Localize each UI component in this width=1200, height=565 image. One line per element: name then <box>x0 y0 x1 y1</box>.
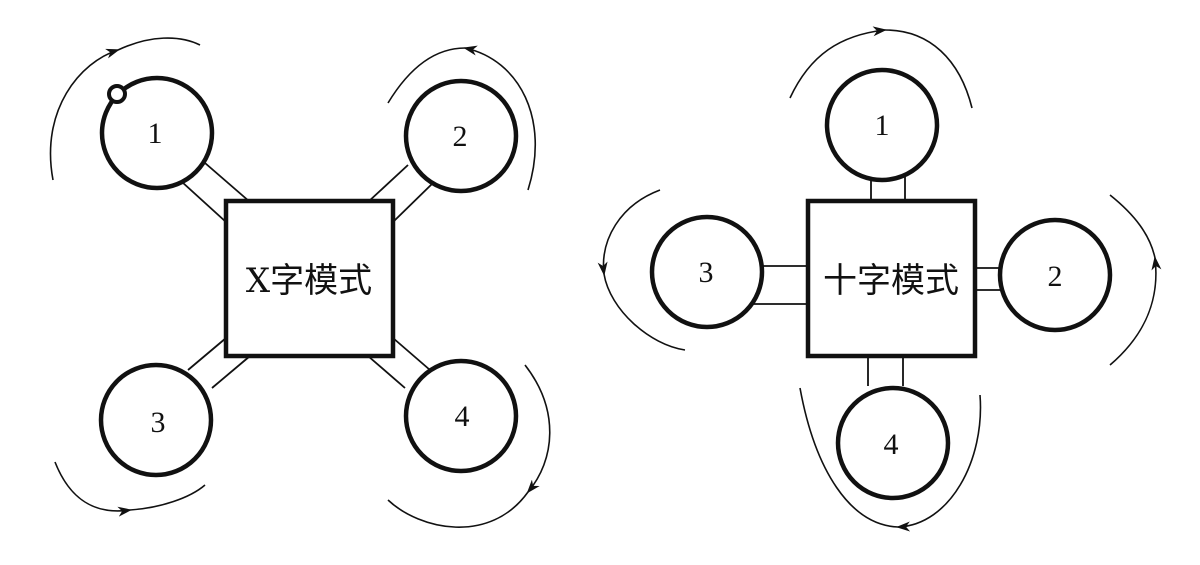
rotation-arrows <box>49 37 551 528</box>
rotor-label: 3 <box>151 406 166 439</box>
rotor-label: 1 <box>148 117 163 150</box>
x-mode-label: X字模式 <box>246 261 372 301</box>
plus-mode-diagram: 十字模式 1 2 3 4 <box>597 26 1162 532</box>
rotor-label: 4 <box>455 400 470 433</box>
rotation-arrow-icon <box>789 26 887 99</box>
head-marker-icon <box>107 84 127 104</box>
rotation-arrow-icon <box>524 364 551 494</box>
plus-mode-label: 十字模式 <box>823 261 959 301</box>
rotor-3 <box>649 214 765 330</box>
rotor-3 <box>98 362 214 478</box>
rotation-arrow-icon <box>896 394 982 532</box>
rotation-arrow-icon <box>54 461 132 517</box>
rotor-1 <box>824 67 940 183</box>
rotation-arrow-icon <box>1109 256 1162 366</box>
arms <box>181 162 435 389</box>
rotor-4 <box>403 358 519 474</box>
rotor-label: 3 <box>699 256 714 289</box>
rotation-arrows <box>597 26 1162 532</box>
rotor-2 <box>403 78 519 194</box>
rotor-label: 1 <box>875 109 890 142</box>
x-mode-diagram: X字模式 1 2 3 4 <box>49 37 551 528</box>
rotor-label: 4 <box>884 428 899 461</box>
rotation-arrow-icon <box>597 189 661 276</box>
frame-body <box>223 198 396 359</box>
rotor-4 <box>835 385 951 501</box>
rotor-1 <box>99 75 215 191</box>
rotor-label: 2 <box>1048 260 1063 293</box>
rotor-label: 2 <box>453 120 468 153</box>
rotation-arrow-icon <box>49 48 120 181</box>
frame-body <box>805 198 978 359</box>
rotor-2 <box>997 217 1113 333</box>
rotation-arrow-icon <box>463 45 536 191</box>
